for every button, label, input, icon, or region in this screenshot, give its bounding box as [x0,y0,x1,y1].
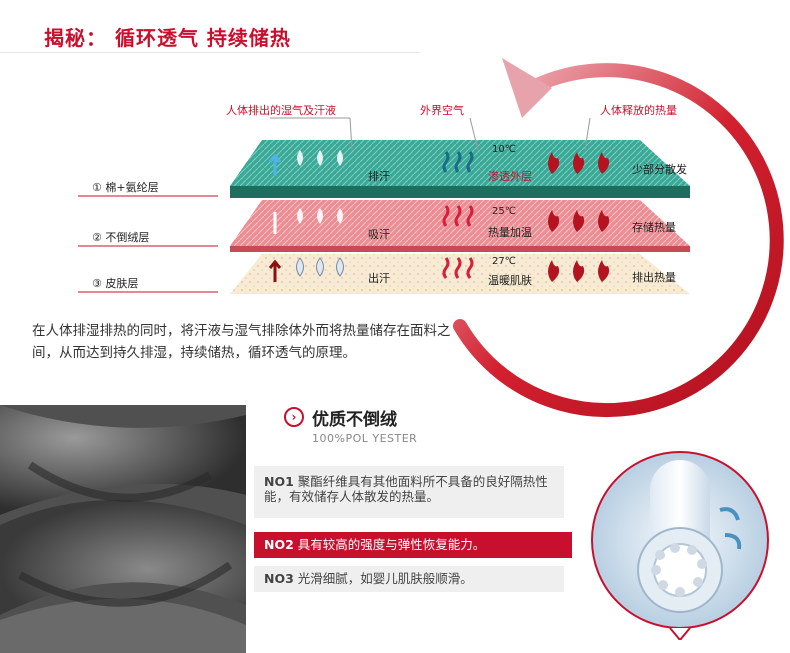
quality-subtitle: 100%POL YESTER [312,432,418,445]
layer-1-action: 排汗 [368,170,390,183]
layer-1-heat-effect: 少部分散发 [632,163,687,176]
layer-1-band [230,140,690,186]
layer-2-band [230,200,690,246]
hollow-fiber-illustration [591,451,769,640]
layers-diagram [78,117,690,294]
layer-3-temp: 27℃ [492,256,516,267]
layer-3-action: 出汗 [368,272,390,285]
layer-2-heat-effect: 存储热量 [632,221,676,234]
moisture-callout: 人体排出的湿气及汗液 [226,104,336,117]
layer-1-num: ① [92,181,102,194]
page-title: 揭秘： 循环透气 持续储热 [44,26,291,50]
layer-1-temp: 10℃ [492,144,516,155]
layer-3-name: 皮肤层 [105,277,139,290]
layer-1-edge [230,186,690,198]
feature-2-no: NO2 [264,537,294,552]
layer-1-label: ① 棉+氨纶层 [92,179,159,195]
layer-2-air-effect: 热量加温 [488,226,532,239]
quality-title: 优质不倒绒 [312,410,397,430]
layer-2-action: 吸汗 [368,228,390,241]
title-divider [0,52,420,53]
layer-2-edge [230,246,690,252]
layer-2-temp: 25℃ [492,206,516,217]
layer-1-air-effect: 渗透外层 [488,170,532,183]
feature-2-text: 具有较高的强度与弹性恢复能力。 [297,537,486,552]
layer-3-air-effect: 温暖肌肤 [488,274,532,287]
outside-air-callout: 外界空气 [420,104,464,117]
description-text: 在人体排湿排热的同时，将汗液与湿气排除体外而将热量储存在面料之间，从而达到持久排… [32,323,451,361]
layer-2-num: ② [92,231,102,244]
body-heat-callout: 人体释放的热量 [600,104,677,117]
chevron-right-icon: › [284,407,304,427]
layer-2-name: 不倒绒层 [105,231,150,244]
layer-1-name: 棉+氨纶层 [105,181,159,194]
cycle-arrow-icon [453,58,784,418]
feature-3-no: NO3 [264,571,294,586]
feature-1-no: NO1 [264,474,294,489]
layer-2-label: ② 不倒绒层 [92,229,149,245]
fleece-fabric-image [0,405,246,653]
layer-3-label: ③ 皮肤层 [92,275,138,291]
feature-1-text: 聚酯纤维具有其他面料所不具备的良好隔热性能，有效储存人体散发的热量。 [264,474,548,504]
layer-3-num: ③ [92,277,102,290]
feature-3-text: 光滑细腻，如婴儿肌肤般顺滑。 [297,571,473,586]
layer-3-heat-effect: 排出热量 [632,271,676,284]
